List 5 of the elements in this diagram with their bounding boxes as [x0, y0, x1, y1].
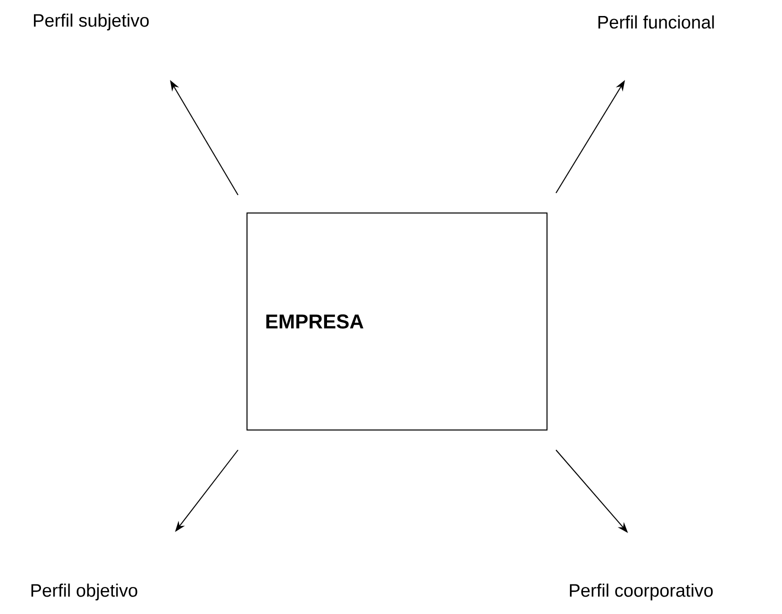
company-box: EMPRESA	[246, 212, 548, 430]
profile-label: Perfil funcional	[598, 15, 714, 29]
profile-label: Perfil objetivo	[31, 584, 138, 600]
profile-label: Perfil coorporativo	[570, 584, 713, 600]
profile-label: Perfil subjetivo	[34, 14, 149, 30]
